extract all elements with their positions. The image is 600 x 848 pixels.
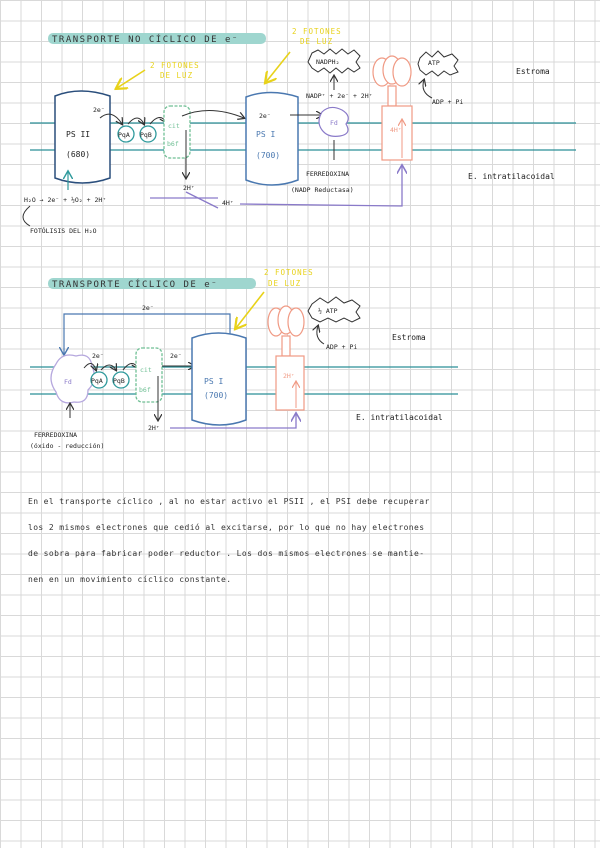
- e-arrow-psii-pq: [99, 113, 122, 124]
- h-cit2-label: 2H⁺: [148, 424, 160, 432]
- cyclic-electron-loop: [64, 313, 231, 354]
- h-cit-label: 2H⁺: [183, 184, 195, 192]
- b6f2-label: b6f: [139, 386, 151, 394]
- cit2-label: cit: [140, 366, 152, 374]
- h-path-cyclic: [170, 414, 296, 429]
- h-path-synthase: [239, 166, 402, 207]
- intratilacoidal-label-1: E. intratilacoidal: [468, 172, 555, 181]
- section-cyclic: TRANSPORTE CÍCLICO DE e⁻ 2 FOTONES DE LU…: [30, 268, 458, 450]
- section1-title: TRANSPORTE NO CÍCLICO DE e⁻: [52, 33, 239, 45]
- adp2-atp-arrow: [317, 326, 325, 345]
- e-arrow-pqa2-pqb2: [100, 365, 116, 370]
- cit-label: cit: [168, 122, 180, 130]
- note-line-4: nen en un movimiento cíclico constante.: [28, 575, 232, 584]
- photon-arrow-psi: [266, 51, 291, 82]
- e-arrow-pqa-pqb: [127, 118, 144, 124]
- e-arrow-cit-psi: [181, 109, 244, 118]
- cytochrome2-b6f: [135, 347, 163, 403]
- title2-highlight: [48, 278, 256, 289]
- atp2-label: ½ ATP: [318, 307, 338, 315]
- psi2-label: PS I: [204, 377, 223, 386]
- estroma-label-2: Estroma: [392, 333, 426, 342]
- note-line-1: En el transporte cíclico , al no estar a…: [28, 497, 430, 506]
- ferredoxin-cyclic: [50, 354, 95, 404]
- photons-psii-line2: DE LUZ: [160, 71, 193, 80]
- e-top-label: 2e⁻: [142, 304, 154, 312]
- note-line-2: los 2 mismos electrones que cedió al exc…: [28, 523, 425, 532]
- water-equation: H₂O → 2e⁻ + ½O₂ + 2H⁺: [24, 196, 106, 204]
- pq-b-label: PqB: [140, 131, 152, 139]
- photons2-line1: 2 FOTONES: [264, 268, 314, 277]
- pq-a-molecule: [117, 125, 135, 143]
- photon-arrow-psii: [117, 69, 146, 88]
- h-path-cit: [185, 191, 219, 209]
- explanation-note: En el transporte cíclico , al no estar a…: [28, 489, 578, 593]
- nadph-burst: [307, 48, 361, 74]
- fd2-label: Fd: [64, 378, 72, 386]
- ferredoxin-nadp-reductase: [318, 106, 349, 137]
- nadph-label: NADPH₂: [316, 58, 339, 66]
- section2-title: TRANSPORTE CÍCLICO DE e⁻: [52, 278, 218, 290]
- photons-psii-line1: 2 FOTONES: [150, 61, 200, 70]
- h-bottom-label: 4H⁺: [222, 199, 234, 207]
- e-right-label: 2e⁻: [170, 352, 182, 360]
- psi2-number: (700): [204, 391, 228, 400]
- atp-synthase: [372, 55, 413, 161]
- photons-psi-line2: DE LUZ: [300, 37, 333, 46]
- adp2-label: ADP + Pi: [326, 343, 357, 351]
- photons2-line2: DE LUZ: [268, 279, 301, 288]
- fotolisis-label: FOTÓLISIS DEL H₂O: [30, 226, 97, 235]
- cytochrome-b6f: [163, 105, 191, 159]
- atp2-burst: [307, 296, 361, 323]
- ferredoxina2-label: FERREDOXINA: [34, 431, 77, 439]
- pq2-a-label: PqA: [91, 377, 103, 385]
- e-psii-label: 2e⁻: [93, 106, 105, 114]
- atp-burst: [417, 50, 459, 77]
- pq-b-molecule: [139, 125, 157, 143]
- fd-label: Fd: [330, 119, 338, 127]
- pq2-b-molecule: [112, 371, 130, 389]
- b6f-label: b6f: [167, 140, 179, 148]
- psi-label: PS I: [256, 130, 275, 139]
- psi-number: (700): [256, 151, 280, 160]
- note-line-3: de sobra para fabricar poder reductor . …: [28, 549, 425, 558]
- adp-label: ADP + Pi: [432, 98, 463, 106]
- e-left-label: 2e⁻: [92, 352, 104, 360]
- ferredoxina2-sub-label: (óxido - reducción): [30, 442, 104, 450]
- title-highlight: [48, 33, 266, 44]
- adp-atp-arrow: [423, 80, 433, 99]
- psii-number: (680): [66, 150, 90, 159]
- pq-a-label: PqA: [118, 131, 130, 139]
- psi2-complex: [191, 332, 247, 426]
- photons-psi-line1: 2 FOTONES: [292, 27, 342, 36]
- h-synthase2-label: 2H⁺: [283, 372, 295, 380]
- photon2-arrow: [236, 291, 265, 328]
- ferredoxina-sub-label: (NADP Reductasa): [291, 186, 354, 194]
- e-arrow-fd-pq: [83, 363, 96, 370]
- ferredoxina-label: FERREDOXINA: [306, 170, 349, 178]
- psii-complex: [54, 90, 111, 184]
- h-synthase-label: 4H⁺: [390, 126, 402, 134]
- e-psi-label: 2e⁻: [259, 112, 271, 120]
- intratilacoidal-label-2: E. intratilacoidal: [356, 413, 443, 422]
- estroma-label-1: Estroma: [516, 67, 550, 76]
- fotolisis-bracket: [22, 205, 31, 227]
- section-noncyclic: TRANSPORTE NO CÍCLICO DE e⁻ 2 FOTONES DE…: [22, 27, 576, 235]
- nadp-equation: NADP⁺ + 2e⁻ + 2H⁺: [306, 92, 373, 100]
- pq2-b-label: PqB: [113, 377, 125, 385]
- psi-complex: [245, 91, 299, 186]
- psii-label: PS II: [66, 130, 90, 139]
- atp-label: ATP: [428, 59, 440, 67]
- pq2-a-molecule: [90, 371, 108, 389]
